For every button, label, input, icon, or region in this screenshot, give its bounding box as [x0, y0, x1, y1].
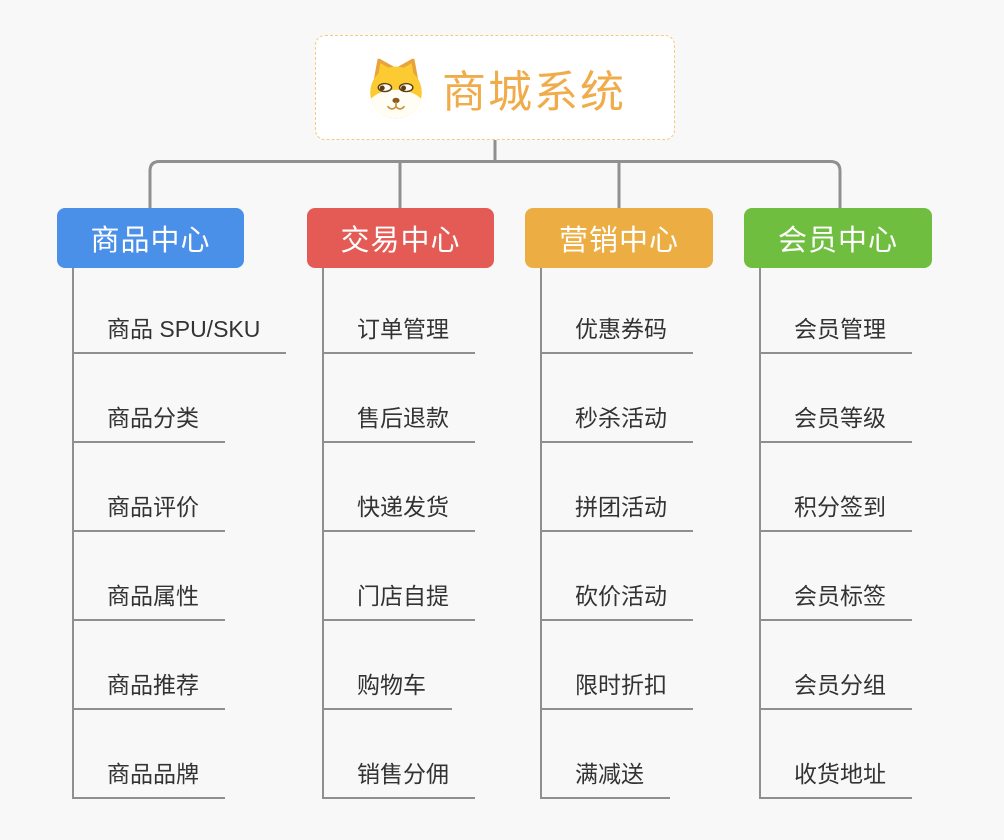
child-node-label: 会员管理: [761, 310, 912, 354]
branch-node-trade-center[interactable]: 交易中心: [307, 208, 494, 268]
child-node-label: 购物车: [324, 666, 452, 710]
child-node-label: 门店自提: [324, 577, 475, 621]
branch-column-trade-center: 交易中心 订单管理 售后退款 快递发货 门店自提 购物车 销售分佣: [307, 208, 567, 799]
child-node[interactable]: 满减送: [542, 710, 785, 799]
child-node[interactable]: 拼团活动: [542, 443, 785, 532]
child-node-label: 订单管理: [324, 310, 475, 354]
branch-node-member-center[interactable]: 会员中心: [744, 208, 932, 268]
child-node-label: 销售分佣: [324, 755, 475, 799]
branch-children-product-center: 商品 SPU/SKU 商品分类 商品评价 商品属性 商品推荐 商品品牌: [72, 268, 317, 799]
child-node-label: 快递发货: [324, 488, 475, 532]
child-node[interactable]: 积分签到: [761, 443, 1004, 532]
child-node-label: 会员等级: [761, 399, 912, 443]
child-node-label: 拼团活动: [542, 488, 693, 532]
child-node[interactable]: 销售分佣: [324, 710, 567, 799]
child-node-label: 限时折扣: [542, 666, 693, 710]
child-node-label: 商品品牌: [74, 755, 225, 799]
child-node[interactable]: 优惠券码: [542, 268, 785, 354]
branch-children-member-center: 会员管理 会员等级 积分签到 会员标签 会员分组 收货地址: [759, 268, 1004, 799]
child-node-label: 商品分类: [74, 399, 225, 443]
child-node[interactable]: 砍价活动: [542, 532, 785, 621]
branch-column-marketing-center: 营销中心 优惠券码 秒杀活动 拼团活动 砍价活动 限时折扣 满减送: [525, 208, 785, 799]
child-node-label: 优惠券码: [542, 310, 693, 354]
branch-children-trade-center: 订单管理 售后退款 快递发货 门店自提 购物车 销售分佣: [322, 268, 567, 799]
child-node-label: 秒杀活动: [542, 399, 693, 443]
child-node-label: 会员分组: [761, 666, 912, 710]
child-node[interactable]: 商品推荐: [74, 621, 317, 710]
child-node[interactable]: 商品属性: [74, 532, 317, 621]
root-node-title: 商城系统: [442, 67, 626, 117]
doge-icon: [370, 58, 422, 118]
branch-node-marketing-center[interactable]: 营销中心: [525, 208, 713, 268]
child-node-label: 积分签到: [761, 488, 912, 532]
child-node[interactable]: 限时折扣: [542, 621, 785, 710]
child-node[interactable]: 会员标签: [761, 532, 1004, 621]
child-node[interactable]: 商品品牌: [74, 710, 317, 799]
child-node-label: 满减送: [542, 755, 670, 799]
branch-children-marketing-center: 优惠券码 秒杀活动 拼团活动 砍价活动 限时折扣 满减送: [540, 268, 785, 799]
child-node-label: 收货地址: [761, 755, 912, 799]
child-node[interactable]: 售后退款: [324, 354, 567, 443]
child-node-label: 商品属性: [74, 577, 225, 621]
child-node-label: 砍价活动: [542, 577, 693, 621]
child-node[interactable]: 会员分组: [761, 621, 1004, 710]
branch-column-member-center: 会员中心 会员管理 会员等级 积分签到 会员标签 会员分组 收货地址: [744, 208, 1004, 799]
child-node[interactable]: 订单管理: [324, 268, 567, 354]
root-node[interactable]: 商城系统: [315, 35, 675, 140]
child-node[interactable]: 会员等级: [761, 354, 1004, 443]
child-node[interactable]: 会员管理: [761, 268, 1004, 354]
child-node[interactable]: 秒杀活动: [542, 354, 785, 443]
branch-node-product-center[interactable]: 商品中心: [57, 208, 244, 268]
child-node-label: 商品评价: [74, 488, 225, 532]
child-node[interactable]: 商品 SPU/SKU: [74, 268, 317, 354]
child-node[interactable]: 快递发货: [324, 443, 567, 532]
child-node[interactable]: 商品分类: [74, 354, 317, 443]
child-node[interactable]: 商品评价: [74, 443, 317, 532]
child-node[interactable]: 门店自提: [324, 532, 567, 621]
branch-column-product-center: 商品中心 商品 SPU/SKU 商品分类 商品评价 商品属性 商品推荐 商品品牌: [57, 208, 317, 799]
child-node-label: 商品 SPU/SKU: [74, 310, 287, 354]
child-node-label: 商品推荐: [74, 666, 225, 710]
child-node-label: 售后退款: [324, 399, 475, 443]
child-node[interactable]: 收货地址: [761, 710, 1004, 799]
child-node[interactable]: 购物车: [324, 621, 567, 710]
child-node-label: 会员标签: [761, 577, 912, 621]
